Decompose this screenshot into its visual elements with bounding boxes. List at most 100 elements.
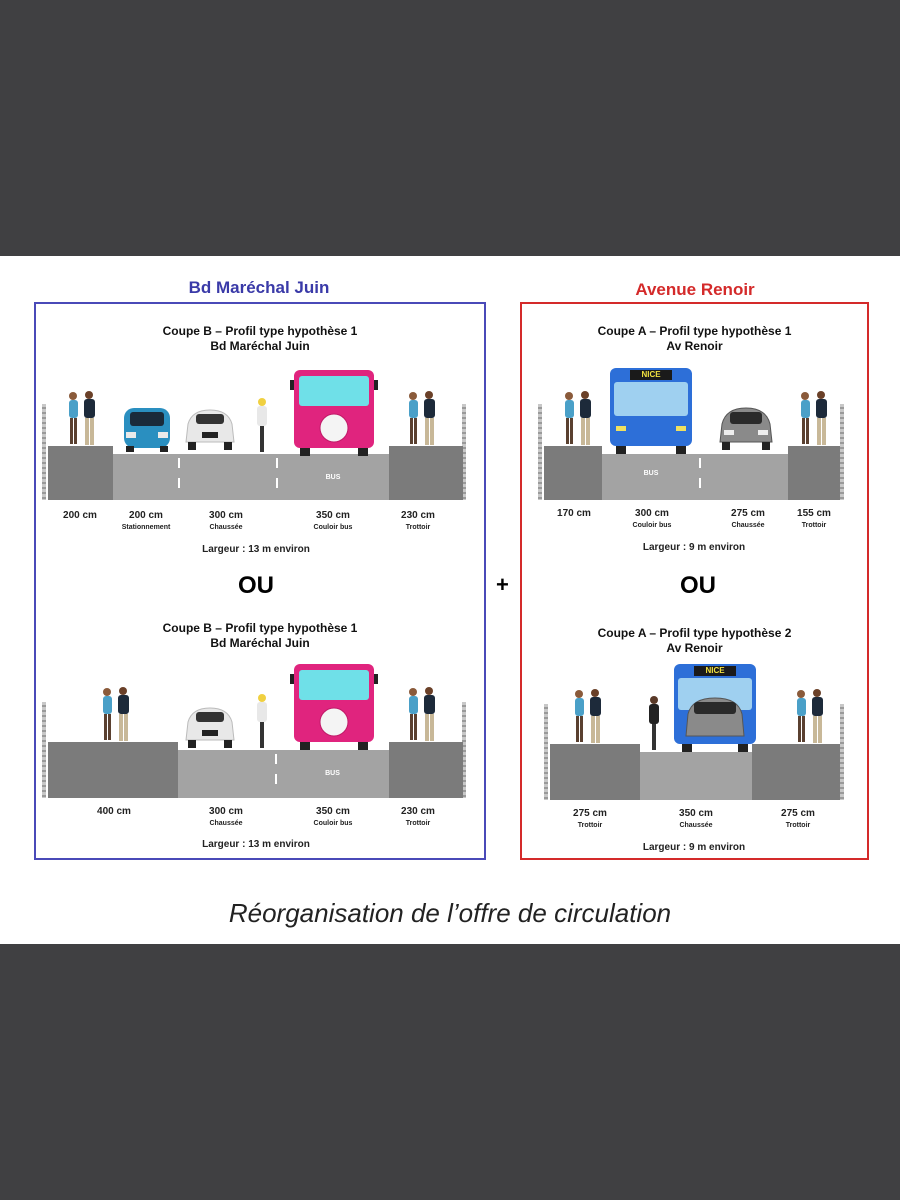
dim-b1-3: 300 cm Chaussée [186, 510, 266, 531]
dim-value: 350 cm [316, 510, 350, 521]
bus-lane [276, 750, 389, 798]
dim-name: Stationnement [121, 524, 171, 531]
dim-value: 275 cm [731, 508, 765, 519]
bus-lane [602, 454, 700, 500]
plus-sign: + [496, 572, 509, 597]
sidewalk-right [752, 744, 840, 800]
dim-value: 300 cm [635, 508, 669, 519]
dim-a1-2: 300 cm Couloir bus [612, 508, 692, 529]
section-b2-width: Largeur : 13 m environ [202, 839, 310, 850]
section-b1-title: Coupe B – Profil type hypothèse 1 Bd Mar… [36, 324, 484, 354]
panel-avenue-renoir: Coupe A – Profil type hypothèse 1 Av Ren… [520, 302, 869, 860]
dim-a2-1: 275 cm Trottoir [550, 808, 630, 829]
pole-right [840, 404, 844, 500]
section-a2-title: Coupe A – Profil type hypothèse 2 Av Ren… [522, 626, 867, 656]
grey-car-icon [719, 407, 773, 450]
pole-left [42, 702, 46, 798]
pedestrians-figure [69, 391, 95, 445]
sidewalk-right [389, 742, 463, 798]
dim-name: Chaussée [731, 522, 765, 529]
pedestrians-figure [103, 687, 129, 741]
pedestrians-figure [797, 689, 823, 743]
sidewalk-left [48, 742, 178, 798]
parking-lane [113, 454, 179, 500]
sidewalk-right [389, 446, 463, 500]
pole-right [462, 702, 466, 798]
lane-marking [699, 458, 701, 468]
pink-bus-icon [290, 370, 378, 456]
lane-marking [276, 478, 278, 488]
pedestrians-figure [409, 391, 435, 445]
section-a1-title-line1: Coupe A – Profil type hypothèse 1 [597, 324, 792, 338]
white-car-icon [185, 409, 235, 450]
dim-value: 350 cm [316, 806, 350, 817]
pole-left [544, 704, 548, 800]
dim-b1-2: 200 cm Stationnement [106, 510, 186, 531]
dim-a1-3: 275 cm Chaussée [708, 508, 788, 529]
dim-b1-5: 230 cm Trottoir [378, 510, 458, 531]
section-b2-title: Coupe B – Profil type hypothèse 1 Bd Mar… [36, 621, 484, 651]
road-lane [178, 750, 276, 798]
dim-value: 155 cm [797, 508, 831, 519]
dim-name: Trottoir [577, 822, 603, 829]
dim-value: 400 cm [97, 806, 131, 817]
dim-b2-1: 400 cm [74, 806, 154, 817]
section-b2-title-line2: Bd Maréchal Juin [210, 636, 310, 650]
lane-marking [275, 754, 277, 764]
bus-lane-label: BUS [643, 470, 659, 477]
blue-car-icon [124, 408, 170, 452]
section-a1-title: Coupe A – Profil type hypothèse 1 Av Ren… [522, 324, 867, 354]
section-a2-title-line2: Av Renoir [666, 641, 723, 655]
section-a2-title-line1: Coupe A – Profil type hypothèse 2 [597, 626, 792, 640]
dim-name: Trottoir [405, 524, 431, 531]
bus-lane-label: BUS [325, 770, 340, 777]
slide-caption: Réorganisation de l’offre de circulation [228, 898, 672, 928]
road-lane [179, 454, 277, 500]
slide: Bd Maréchal Juin Avenue Renoir Coupe B –… [0, 256, 900, 944]
pole-left [42, 404, 46, 500]
dim-name: Couloir bus [313, 524, 353, 531]
cyclist-figure [257, 398, 267, 452]
cyclist-figure [257, 694, 267, 748]
pedestrians-figure [575, 689, 601, 743]
dim-a1-4: 155 cm Trottoir [774, 508, 854, 529]
lane-marking [699, 478, 701, 488]
cyclist-figure [649, 696, 659, 750]
sidewalk-left [550, 744, 640, 800]
dim-b2-3: 350 cm Couloir bus [293, 806, 373, 827]
lane-marking [276, 458, 278, 468]
section-a2-width: Largeur : 9 m environ [642, 842, 746, 853]
dim-value: 200 cm [63, 510, 97, 521]
bus-lane [277, 454, 389, 500]
dim-value: 230 cm [401, 510, 435, 521]
dim-value: 230 cm [401, 806, 435, 817]
dim-b1-1: 200 cm [40, 510, 120, 521]
road-lane [700, 454, 788, 500]
section-a1-width: Largeur : 9 m environ [642, 542, 746, 553]
pedestrians-figure [801, 391, 827, 445]
dim-value: 200 cm [129, 510, 163, 521]
white-car-icon [185, 707, 235, 748]
blue-bus-icon: NICE [670, 662, 760, 752]
dim-name: Trottoir [801, 522, 827, 529]
dim-value: 170 cm [557, 508, 591, 519]
section-b2-title-line1: Coupe B – Profil type hypothèse 1 [162, 621, 358, 635]
section-b1-title-line2: Bd Maréchal Juin [210, 339, 310, 353]
panel-title-left: Bd Maréchal Juin [188, 278, 330, 297]
pole-right [462, 404, 466, 500]
road-lane [640, 752, 752, 800]
dim-name: Trottoir [405, 820, 431, 827]
pole-left [538, 404, 542, 500]
ou-separator: OU [680, 572, 716, 599]
blue-bus-icon: NICE [606, 366, 696, 454]
dim-b2-4: 230 cm Trottoir [378, 806, 458, 827]
bus-destination-sign: NICE [694, 666, 736, 676]
dim-b1-4: 350 cm Couloir bus [293, 510, 373, 531]
blue-bus-shape [674, 664, 756, 752]
dim-a2-2: 350 cm Chaussée [656, 808, 736, 829]
bus-destination-sign: NICE [630, 370, 672, 380]
pole-right [840, 704, 844, 800]
dim-a2-3: 275 cm Trottoir [758, 808, 838, 829]
dim-name: Couloir bus [313, 820, 353, 827]
panel-bd-marechal-juin: Coupe B – Profil type hypothèse 1 Bd Mar… [34, 302, 486, 860]
